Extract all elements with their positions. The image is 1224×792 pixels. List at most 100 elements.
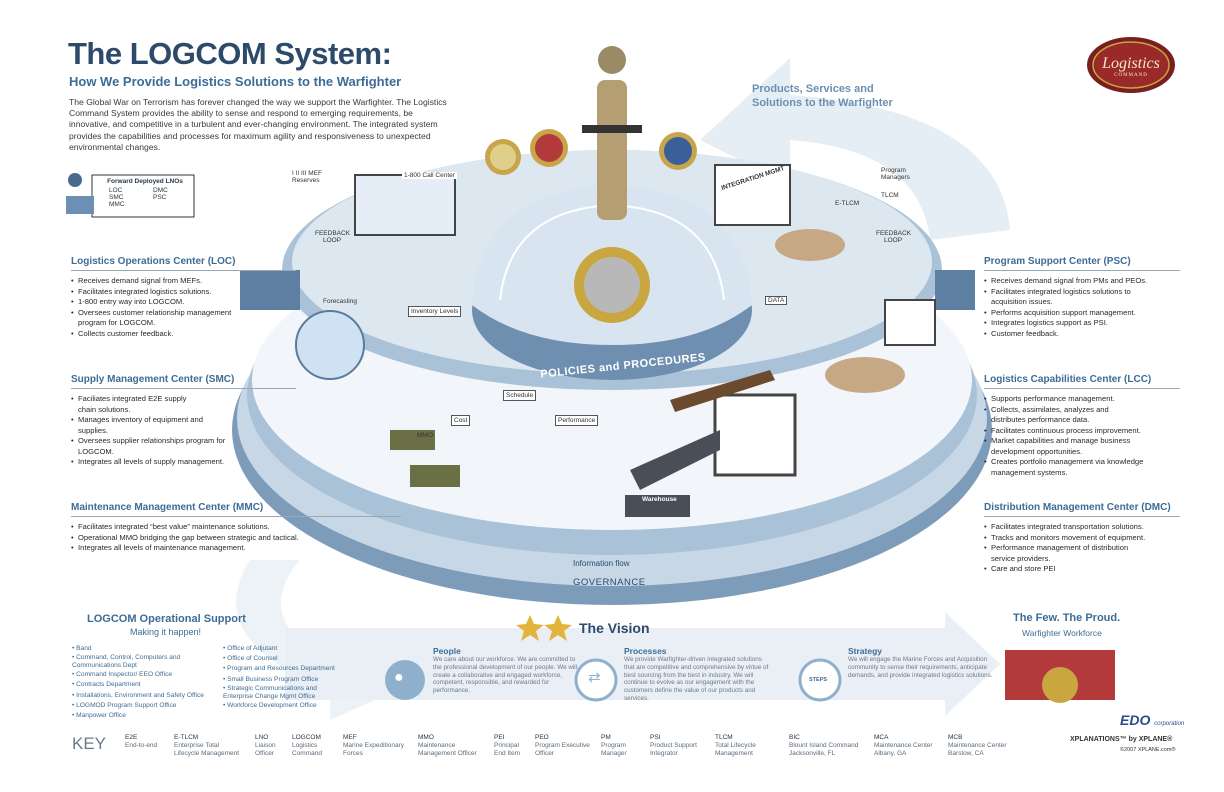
support-item: • Command Inspector/ EEO Office — [72, 671, 173, 679]
mmc-bullet: Integrates all levels of maintenance man… — [71, 543, 331, 554]
support-item: • Office of Adjutant — [223, 645, 278, 652]
few-proud-sub: Warfighter Workforce — [1022, 628, 1102, 638]
smc-bullet: Manages inventory of equipment and suppl… — [71, 415, 211, 436]
loc-bullet: 1-800 entry way into LOGCOM. — [71, 297, 291, 308]
feedback-loop-right-label: FEEDBACK LOOP — [876, 230, 912, 244]
lno-item: LOC — [109, 187, 123, 194]
vision-processes-head: Processes — [624, 646, 667, 656]
steps-icon-label: STEPS — [809, 677, 828, 683]
psc-bullet: Facilitates integrated logistics solutio… — [984, 287, 1134, 308]
people-icon: ● — [394, 669, 404, 686]
dmc-bullet: Performance management of distribution s… — [984, 543, 1134, 564]
lcc-section: Logistics Capabilities Center (LCC) Supp… — [984, 374, 1184, 478]
support-item: • Program and Resources Department — [223, 665, 335, 673]
inventory-levels-label: Inventory Levels — [408, 306, 462, 317]
support-item: • Strategic Communications and Enterpris… — [223, 684, 317, 700]
smc-divider — [71, 388, 296, 389]
operational-support-col2: • Office of Adjutant • Office of Counsel… — [223, 644, 335, 711]
performance-label: Performance — [555, 415, 599, 426]
operational-support-tagline: Making it happen! — [130, 627, 202, 637]
dmc-bullets: Facilitates integrated transportation so… — [984, 522, 1184, 575]
psc-bullet: Customer feedback. — [984, 329, 1184, 340]
support-item: • Small Business Program Office — [223, 675, 319, 683]
mmc-title: Maintenance Management Center (MMC) — [71, 502, 264, 513]
edo-text: EDO — [1120, 712, 1151, 728]
forecasting-label: Forecasting — [323, 298, 357, 305]
support-item: • Office of Counsel — [223, 655, 278, 663]
lno-item: PSC — [153, 194, 167, 201]
lcc-bullet: Market capabilities and manage business … — [984, 436, 1159, 457]
operational-support-title: LOGCOM Operational Support — [87, 613, 246, 625]
data-label: DATA — [765, 296, 788, 305]
dmc-section: Distribution Management Center (DMC) Fac… — [984, 502, 1184, 575]
vision-pillar-processes: Processes We provide Warfighter-driven i… — [624, 646, 774, 703]
edo-logo: EDO corporation — [1120, 712, 1184, 728]
mmc-bullets: Facilitates integrated “best value” main… — [71, 522, 331, 554]
intro-paragraph: The Global War on Terrorism has forever … — [69, 97, 447, 152]
logo-subtext: COMMAND — [1114, 73, 1148, 78]
mef-reserves-label: I II III MEF Reserves — [292, 170, 322, 184]
vision-pillar-people: People We care about our workforce. We a… — [433, 646, 578, 695]
operational-support-col1: • Band • Command, Control, Computers and… — [72, 644, 204, 721]
lno-item: MMC — [109, 201, 125, 208]
loc-bullet: Facilitates integrated logistics solutio… — [71, 287, 291, 298]
psc-bullet: Integrates logistics support as PSI. — [984, 318, 1184, 329]
smc-title: Supply Management Center (SMC) — [71, 374, 235, 385]
logo-text: Logistics — [1102, 55, 1160, 72]
smc-bullets: Faciliates integrated E2E supply chain s… — [71, 394, 291, 468]
lno-item: DMC — [153, 187, 168, 194]
edo-subtext: corporation — [1154, 721, 1185, 727]
lcc-bullets: Supports performance management. Collect… — [984, 394, 1184, 478]
information-flow-label: Information flow — [573, 559, 630, 568]
support-item: • Workforce Development Office — [223, 701, 317, 709]
loc-divider — [71, 270, 296, 271]
psc-title: Program Support Center (PSC) — [984, 256, 1131, 267]
lno-box: Forward Deployed LNOs LOC DMC SMC PSC MM… — [95, 178, 195, 208]
lno-title: Forward Deployed LNOs — [107, 178, 183, 185]
dmc-bullet: Facilitates integrated transportation so… — [984, 522, 1184, 533]
mmc-bullet: Facilitates integrated “best value” main… — [71, 522, 331, 533]
lcc-bullet: Creates portfolio management via knowled… — [984, 457, 1149, 478]
support-item: • Installations, Environment and Safety … — [72, 691, 204, 699]
smc-bullet: Faciliates integrated E2E supply chain s… — [71, 394, 206, 415]
smc-bullet: Integrates all levels of supply manageme… — [71, 457, 291, 468]
mmc-divider — [71, 516, 401, 517]
logistics-logo: Logistics COMMAND — [1095, 55, 1167, 78]
mmc-bullet: Operational MMO bridging the gap between… — [71, 533, 331, 544]
psc-bullets: Receives demand signal from PMs and PEOs… — [984, 276, 1184, 339]
psc-bullet: Receives demand signal from PMs and PEOs… — [984, 276, 1184, 287]
vision-title: The Vision — [579, 620, 650, 636]
vision-people-text: We care about our workforce. We are comm… — [433, 656, 578, 695]
support-item: • Manpower Office — [72, 712, 126, 720]
page-subtitle: How We Provide Logistics Solutions to th… — [69, 74, 402, 89]
key-label: KEY — [72, 734, 107, 753]
products-arrow-label: Products, Services and Solutions to the … — [752, 83, 893, 109]
vision-strategy-text: We will engage the Marine Forces and Acq… — [848, 656, 993, 679]
support-item: • LOGMOD Program Support Office — [72, 701, 177, 709]
lcc-bullet: Collects, assimilates, analyzes and dist… — [984, 405, 1144, 426]
etlcm-label: E-TLCM — [835, 200, 860, 207]
lcc-title: Logistics Capabilities Center (LCC) — [984, 374, 1152, 385]
support-item: • Command, Control, Computers and Commun… — [72, 654, 181, 670]
psc-bullet: Performs acquisition support management. — [984, 308, 1184, 319]
support-item: • Band — [72, 645, 92, 652]
dmc-title: Distribution Management Center (DMC) — [984, 502, 1171, 513]
support-item: • Contracts Department — [72, 681, 141, 689]
loc-bullet: Receives demand signal from MEFs. — [71, 276, 291, 287]
governance-label: GOVERNANCE — [573, 577, 646, 588]
vision-pillar-strategy: Strategy We will engage the Marine Force… — [848, 646, 993, 679]
dmc-divider — [984, 516, 1180, 517]
